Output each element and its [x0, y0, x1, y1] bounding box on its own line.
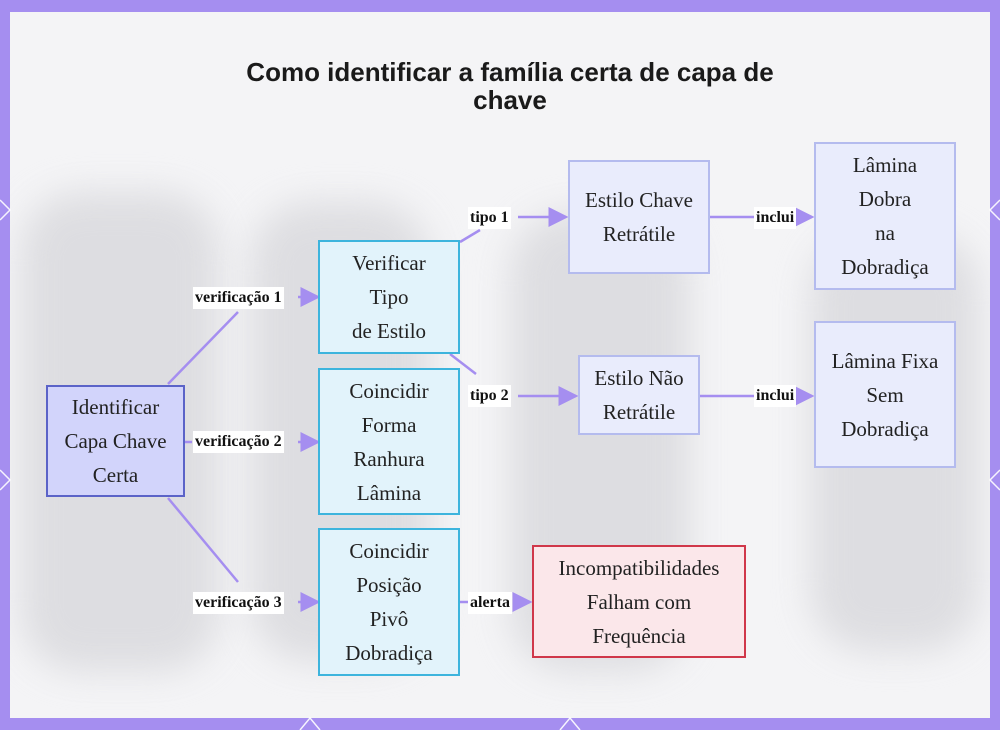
frame-decoration	[0, 0, 1000, 730]
